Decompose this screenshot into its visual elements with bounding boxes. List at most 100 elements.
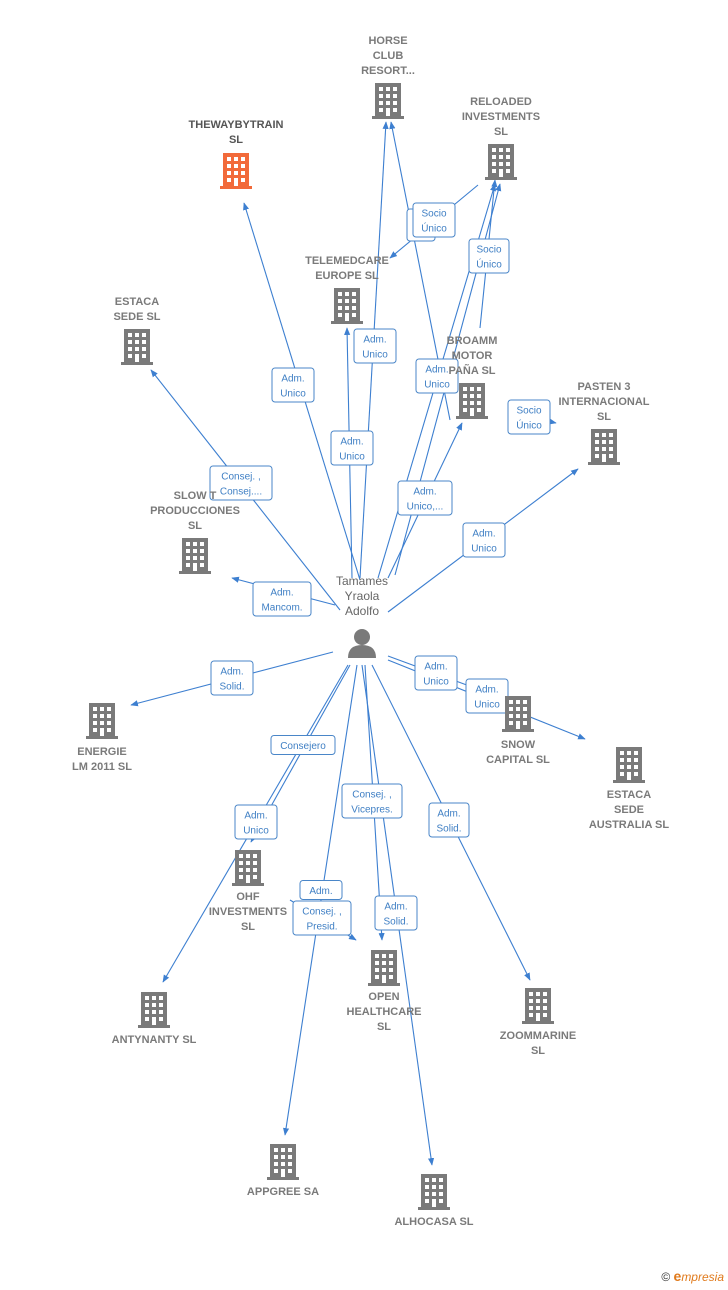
edge-label-box bbox=[507, 399, 551, 435]
edge-label-box bbox=[415, 358, 459, 394]
company-node-appgree[interactable]: APPGREE SA bbox=[247, 1144, 319, 1198]
edge-label-el-slowt-adm[interactable]: Adm.Mancom. bbox=[252, 581, 312, 617]
edge-label-text: Socio bbox=[421, 209, 446, 220]
person-label-line-2: Yraola bbox=[345, 589, 380, 603]
building-icon bbox=[613, 747, 645, 783]
copyright-symbol: © bbox=[661, 1270, 671, 1284]
edge-label-text: Vicepres. bbox=[351, 805, 393, 816]
edge-label-el-reloaded-adm[interactable]: Adm.Unico,... bbox=[397, 480, 453, 516]
edge-label-text: Adm. bbox=[424, 662, 447, 673]
person-node[interactable]: Tamames Yraola Adolfo bbox=[336, 574, 388, 658]
edge-label-el-open-consej-presid[interactable]: Consej. ,Presid. bbox=[292, 900, 352, 936]
edge-label-el-open-adm-solid[interactable]: Adm. Solid. bbox=[374, 895, 418, 931]
edge-label-text: Adm. bbox=[413, 487, 436, 498]
edge-label-text: Único bbox=[476, 258, 502, 271]
edge-label-el-telemed-adm[interactable]: Adm.Unico bbox=[353, 328, 397, 364]
edge-label-text: Adm. bbox=[363, 335, 386, 346]
edge-label-box bbox=[353, 328, 397, 364]
edge-label-text: Adm. bbox=[475, 685, 498, 696]
edge-label-text: Solid. bbox=[219, 682, 244, 693]
building-icon bbox=[368, 950, 400, 986]
building-icon bbox=[502, 696, 534, 732]
edge-label-el-ohf-adm[interactable]: Adm. Unico bbox=[234, 804, 278, 840]
edge-label-text: Unico bbox=[280, 389, 306, 400]
edge-label-el-estaca-consej[interactable]: Consej. ,Consej.... bbox=[209, 465, 273, 501]
nodes-layer: HORSECLUBRESORT...THEWAYBYTRAINSLRELOADE… bbox=[72, 35, 669, 1228]
building-icon bbox=[372, 83, 404, 119]
edge-label-text: Adm. bbox=[384, 902, 407, 913]
company-node-horse[interactable]: HORSECLUBRESORT... bbox=[361, 35, 415, 119]
edge-label-text: Adm. bbox=[309, 886, 332, 897]
edge-label-box bbox=[330, 430, 374, 466]
edge-label-text: Unico bbox=[471, 544, 497, 555]
edge-label-text: Adm. bbox=[244, 811, 267, 822]
edge-label-el-estacaaus-adm[interactable]: Adm.Unico bbox=[465, 678, 509, 714]
edge-label-text: Solid. bbox=[383, 917, 408, 928]
edge-label-el-horse-adm[interactable]: Adm. Unico bbox=[330, 430, 374, 466]
company-label: LM 2011 SL bbox=[72, 761, 132, 773]
company-label: SL bbox=[241, 921, 255, 933]
edge-label-text: Consej.... bbox=[220, 487, 262, 498]
company-label: INTERNACIONAL bbox=[558, 396, 649, 408]
company-label: SEDE bbox=[614, 804, 644, 816]
edge-label-el-broamm-adm[interactable]: Adm.Unico bbox=[415, 358, 459, 394]
building-icon bbox=[485, 144, 517, 180]
edge-label-box bbox=[397, 480, 453, 516]
edge-label-text: Socio bbox=[476, 245, 501, 256]
company-label: CAPITAL SL bbox=[486, 754, 550, 766]
company-label: SNOW bbox=[501, 739, 536, 751]
edge-label-el-pasten-adm[interactable]: Adm. Unico bbox=[462, 522, 506, 558]
edge-label-el-energie-adm[interactable]: Adm.Solid. bbox=[210, 660, 254, 696]
edge-label-el-antynanty-consejero[interactable]: Consejero bbox=[270, 735, 336, 755]
edge-label-el-open-consej[interactable]: Consej. ,Vicepres. bbox=[341, 783, 403, 819]
edge-label-text: Adm. bbox=[340, 437, 363, 448]
company-node-snow[interactable]: SNOW CAPITAL SL bbox=[486, 696, 550, 766]
company-label: MOTOR bbox=[452, 350, 493, 362]
edge-label-el-thewayby-adm[interactable]: Adm.Unico bbox=[271, 367, 315, 403]
company-label: APPGREE SA bbox=[247, 1186, 319, 1198]
edge-label-text: Adm. bbox=[270, 588, 293, 599]
building-icon bbox=[232, 850, 264, 886]
building-icon bbox=[121, 329, 153, 365]
edge-label-text: Adm. bbox=[437, 809, 460, 820]
company-node-alhocasa[interactable]: ALHOCASA SL bbox=[394, 1174, 474, 1228]
building-icon bbox=[267, 1144, 299, 1180]
company-label: ESTACA bbox=[115, 296, 159, 308]
edge-label-text: Unico bbox=[243, 826, 269, 837]
edge-label-box bbox=[209, 465, 273, 501]
edge-labels-layer: SoÚSocioÚnicoSocioÚnicoAdm.UnicoAdm.Unic… bbox=[209, 202, 551, 936]
building-icon bbox=[331, 288, 363, 324]
edge-label-el-snow-adm[interactable]: Adm.Unico bbox=[414, 655, 458, 691]
edge-label-text: Unico bbox=[339, 452, 365, 463]
company-label: INVESTMENTS bbox=[462, 111, 540, 123]
building-icon bbox=[588, 429, 620, 465]
edge-label-text: Único bbox=[516, 419, 542, 432]
company-label: OHF bbox=[236, 891, 260, 903]
company-label: SL bbox=[531, 1045, 545, 1057]
edge-label-box bbox=[210, 660, 254, 696]
company-node-antynanty[interactable]: ANTYNANTY SL bbox=[112, 992, 197, 1046]
edge-label-text: Adm. bbox=[472, 529, 495, 540]
edge-label-box bbox=[412, 202, 456, 238]
edge-label-el-zoom-adm[interactable]: Adm.Solid. bbox=[428, 802, 470, 838]
edge-label-el-open-adm-back[interactable]: Adm. bbox=[299, 880, 343, 900]
company-label: AUSTRALIA SL bbox=[589, 819, 670, 831]
company-label: SL bbox=[494, 126, 508, 138]
person-icon bbox=[348, 629, 376, 658]
company-label: SLOW T bbox=[174, 490, 217, 502]
